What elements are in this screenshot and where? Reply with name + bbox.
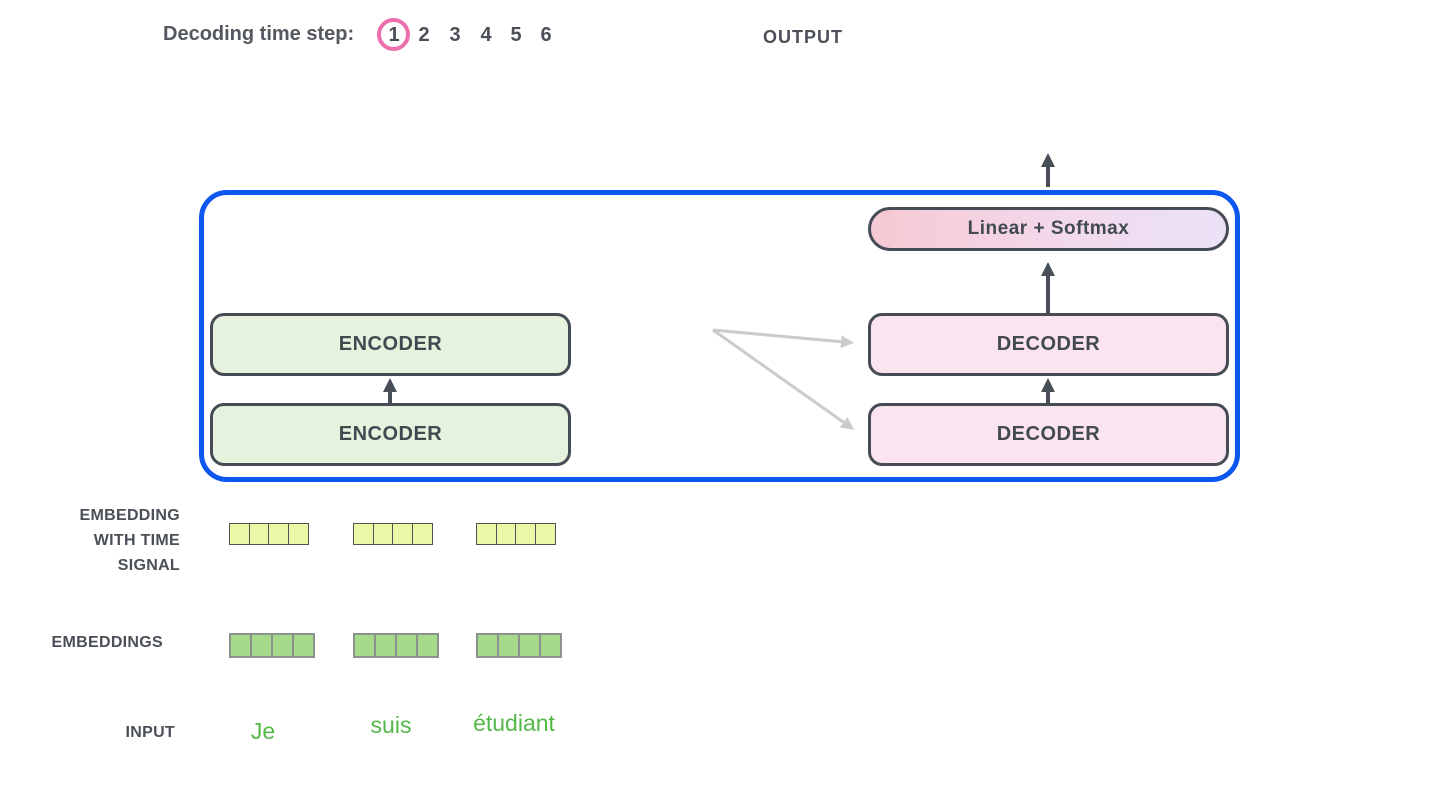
- embedding-time-line1: EMBEDDING: [79, 507, 180, 524]
- vector-cell: [250, 633, 273, 658]
- embedding-time-line2: WITH TIME: [93, 532, 180, 549]
- output-label: OUTPUT: [763, 27, 843, 47]
- decoder-block-top: DECODER: [868, 313, 1229, 376]
- vector-cell: [497, 633, 520, 658]
- vector-cell: [539, 633, 562, 658]
- embedding-with-time-signal-label: EMBEDDING WITH TIME SIGNAL: [0, 503, 180, 578]
- embeddings-label: EMBEDDINGS: [51, 634, 163, 651]
- vector-cell: [268, 523, 289, 545]
- vector-cell: [476, 523, 497, 545]
- encoder-block-top: ENCODER: [210, 313, 571, 376]
- step-3[interactable]: 3: [449, 23, 461, 46]
- embedding-vector-token3: [476, 633, 562, 658]
- embedding-time-line3: SIGNAL: [117, 557, 180, 574]
- input-word-suis: suis: [370, 712, 412, 738]
- input-label: INPUT: [125, 724, 175, 741]
- vector-cell: [374, 633, 397, 658]
- vector-cell: [416, 633, 439, 658]
- decoding-time-step-label: Decoding time step:: [163, 23, 355, 45]
- vector-cell: [248, 523, 270, 545]
- vector-cell: [411, 523, 433, 545]
- vector-cell: [271, 633, 294, 658]
- vector-cell: [292, 633, 315, 658]
- vector-cell: [353, 633, 376, 658]
- vector-cell: [395, 633, 418, 658]
- vector-cell: [534, 523, 556, 545]
- time-signal-vector-token1: [229, 523, 309, 545]
- step-4[interactable]: 4: [480, 23, 492, 46]
- embedding-vector-token2: [353, 633, 439, 658]
- vector-cell: [495, 523, 517, 545]
- vector-cell: [476, 633, 499, 658]
- linear-softmax-block: Linear + Softmax: [868, 207, 1229, 251]
- input-word-etudiant: étudiant: [473, 710, 555, 736]
- input-word-je: Je: [250, 718, 276, 744]
- time-signal-vector-token2: [353, 523, 433, 545]
- vector-cell: [353, 523, 374, 545]
- active-step-ring: [377, 18, 410, 51]
- transformer-container-box: [199, 190, 1240, 482]
- vector-cell: [229, 523, 250, 545]
- step-5[interactable]: 5: [510, 23, 522, 46]
- encoder-block-bottom: ENCODER: [210, 403, 571, 466]
- vector-cell: [518, 633, 541, 658]
- vector-cell: [229, 633, 252, 658]
- step-2[interactable]: 2: [418, 23, 430, 46]
- vector-cell: [287, 523, 309, 545]
- step-1[interactable]: 1: [388, 23, 400, 46]
- vector-cell: [392, 523, 413, 545]
- decoder-block-bottom: DECODER: [868, 403, 1229, 466]
- embedding-vector-token1: [229, 633, 315, 658]
- step-6[interactable]: 6: [540, 23, 552, 46]
- time-signal-vector-token3: [476, 523, 556, 545]
- vector-cell: [372, 523, 394, 545]
- vector-cell: [515, 523, 536, 545]
